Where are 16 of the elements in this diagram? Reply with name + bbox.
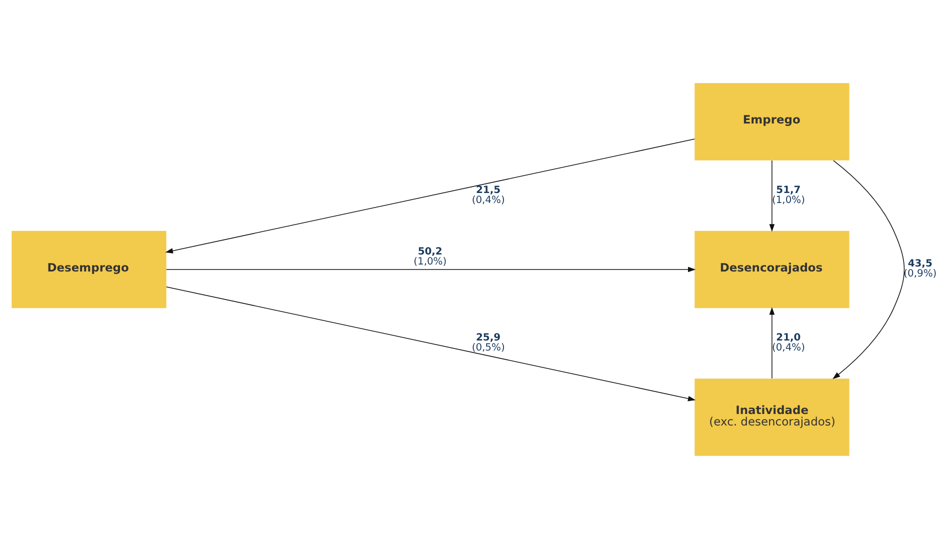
edge-label: 51,7 (1,0%) xyxy=(772,184,805,206)
arrow xyxy=(165,138,695,253)
node-box: Emprego xyxy=(694,82,850,160)
edge-label: 21,5 (0,4%) xyxy=(472,184,505,206)
edge-label: 50,2 (1,0%) xyxy=(414,246,447,267)
arrow xyxy=(832,160,905,379)
arrow xyxy=(769,160,775,232)
node-box: Desencorajados xyxy=(694,230,850,308)
node-box: Desemprego xyxy=(12,230,166,308)
edge-label: 25,9 (0,5%) xyxy=(472,332,505,354)
node-box: Inatividade (exc. desencorajados) xyxy=(694,378,850,456)
edge-label: 43,5 (0,9%) xyxy=(904,258,937,280)
arrow xyxy=(769,306,775,378)
arrow xyxy=(166,286,696,401)
arrow xyxy=(166,266,696,272)
edge-label: 21,0 (0,4%) xyxy=(772,332,805,354)
